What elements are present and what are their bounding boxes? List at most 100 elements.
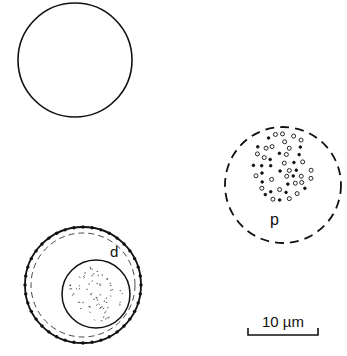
wall-wart: [24, 292, 27, 295]
stipple: [71, 288, 73, 289]
stipple: [86, 289, 88, 290]
wall-wart: [55, 232, 58, 235]
vesicle: [260, 164, 263, 167]
stipple: [80, 308, 82, 309]
wall-wart: [128, 249, 131, 252]
stipple: [110, 285, 112, 286]
wall-wart: [23, 283, 26, 286]
wall-wart: [128, 317, 131, 320]
stipple: [119, 302, 120, 304]
vesicle: [293, 181, 297, 185]
vesicle: [282, 161, 286, 165]
dashed-cell: [225, 127, 341, 243]
vesicle: [261, 172, 264, 175]
wall-wart: [47, 236, 50, 239]
vesicle: [299, 138, 303, 142]
stipple: [93, 299, 95, 301]
stipple: [99, 304, 100, 305]
wall-wart: [108, 232, 111, 235]
stipple: [98, 275, 99, 277]
vesicle: [299, 146, 302, 149]
stipple: [104, 301, 105, 303]
stipple: [97, 299, 99, 300]
wall-wart: [139, 274, 142, 277]
stipple: [79, 302, 80, 303]
wall-wart: [34, 317, 37, 320]
wall-wart: [47, 330, 50, 333]
stipple: [96, 304, 97, 306]
vesicle: [295, 169, 298, 172]
vesicle: [261, 181, 264, 184]
stipple: [88, 283, 90, 284]
stipple: [90, 294, 92, 295]
vesicle: [279, 170, 282, 173]
stipple: [82, 302, 83, 304]
stipple: [91, 293, 92, 295]
stipple: [96, 297, 97, 299]
wall-wart: [72, 341, 75, 344]
wall-wart: [122, 242, 125, 245]
vesicle: [252, 164, 255, 167]
vesicle: [292, 134, 296, 138]
vesicle: [281, 132, 285, 136]
wall-wart: [63, 228, 66, 231]
vesicle: [287, 197, 291, 201]
stipple: [84, 272, 86, 273]
wall-wart: [136, 265, 139, 268]
vesicle: [301, 160, 305, 164]
wall-wart: [81, 225, 84, 228]
cell-label: p: [270, 211, 279, 229]
stipple: [107, 317, 108, 319]
vesicle: [254, 174, 258, 178]
plain-cell: [18, 3, 132, 117]
nucleus: [62, 260, 130, 328]
stipple: [105, 310, 106, 311]
vesicle: [299, 174, 303, 178]
stipple: [110, 283, 111, 285]
vesicle: [269, 158, 272, 161]
wall-wart: [72, 226, 75, 229]
dashed-wall: [225, 127, 341, 243]
vesicle: [292, 175, 295, 178]
vesicle: [264, 146, 268, 150]
vesicle: [262, 156, 266, 160]
vesicle: [256, 145, 259, 148]
stipple: [83, 275, 84, 277]
wall-wart: [30, 257, 33, 260]
stipple: [72, 294, 74, 296]
vesicle: [278, 152, 281, 155]
vesicle: [309, 176, 313, 180]
wall-wart: [26, 301, 29, 304]
stipple: [79, 288, 80, 290]
wall-wart: [133, 310, 136, 313]
vesicle: [278, 188, 282, 192]
vesicle: [264, 193, 267, 196]
vesicle: [255, 152, 259, 156]
stipple: [83, 277, 84, 279]
wall-wart: [139, 292, 142, 295]
vesicle: [270, 145, 274, 149]
stipple: [79, 277, 81, 278]
stipple: [97, 271, 99, 272]
cell-label: d: [110, 244, 118, 261]
inner-wall: [31, 233, 135, 337]
stipple: [120, 290, 121, 292]
stipple: [110, 296, 111, 297]
wall-wart: [99, 338, 102, 341]
stipple: [107, 278, 108, 280]
stipple: [122, 293, 123, 294]
scale-label: 10 µm: [262, 314, 304, 331]
stipple: [96, 297, 98, 298]
stipple: [99, 308, 101, 309]
vesicle: [270, 177, 274, 181]
wall-wart: [40, 242, 43, 245]
stipple: [92, 269, 93, 270]
stipple: [106, 298, 108, 299]
vesicle: [304, 187, 307, 190]
wall-wart: [139, 283, 142, 286]
wall-wart: [24, 274, 27, 277]
stipple: [76, 288, 77, 289]
wall-wart: [55, 335, 58, 338]
